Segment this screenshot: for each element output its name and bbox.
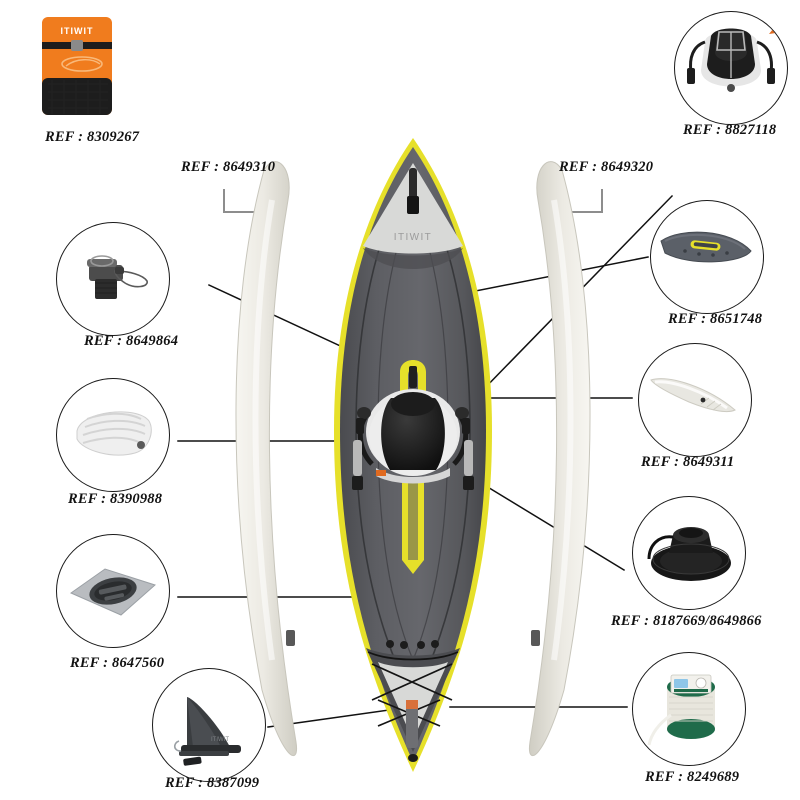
skeg-fin-icon: ITIWIT — [173, 697, 241, 766]
svg-text:ITIWIT: ITIWIT — [61, 26, 94, 36]
hull-brand-text: ITIWIT — [394, 232, 432, 243]
ref-label-right-side-tube: REF : 8649320 — [559, 159, 654, 175]
part-callout-inflation-valve[interactable] — [56, 222, 170, 336]
part-callout-floor-panel[interactable] — [650, 200, 764, 314]
part-callout-seat-assembly[interactable] — [674, 11, 788, 125]
right-side-tube-art — [528, 161, 591, 757]
part-callout-handle-patch[interactable] — [56, 534, 170, 648]
svg-text:ITIWIT: ITIWIT — [211, 737, 229, 743]
part-callout-skeg-fin[interactable]: ITIWIT — [152, 668, 266, 782]
rope-spool-icon — [647, 674, 715, 746]
ref-label-hull-bladder: REF : 8649311 — [641, 454, 735, 470]
ref-label-valve-cap: REF : 8187669/8649866 — [611, 613, 762, 629]
ref-label-seat-cushion: REF : 8390988 — [68, 491, 163, 507]
ref-label-left-side-tube: REF : 8649310 — [181, 159, 276, 175]
air-bladder-icon — [650, 378, 736, 413]
ref-label-carry-bag: REF : 8309267 — [45, 129, 140, 145]
valve-with-cord-icon — [87, 255, 148, 299]
ref-label-seat-assembly: REF : 8827118 — [683, 122, 777, 138]
ref-label-floor-panel: REF : 8651748 — [668, 311, 763, 327]
ref-label-skeg-fin: REF : 8387099 — [165, 775, 260, 791]
kayak-seat-icon — [687, 28, 776, 92]
part-callout-rope-spool[interactable] — [632, 652, 746, 766]
kayak-hull-art: ITIWIT — [334, 138, 492, 772]
part-image-carry-bag[interactable]: ITIWIT — [38, 14, 116, 118]
stern-deck-art — [366, 640, 460, 762]
cockpit-seat-art — [352, 389, 474, 490]
valve-cap-icon — [647, 527, 731, 581]
part-callout-hull-bladder[interactable] — [638, 343, 752, 457]
ref-label-handle-patch: REF : 8647560 — [70, 655, 165, 671]
part-callout-valve-cap[interactable] — [632, 496, 746, 610]
ref-label-rope-spool: REF : 8249689 — [645, 769, 740, 785]
part-callout-seat-cushion[interactable] — [56, 378, 170, 492]
inflatable-cushion-icon — [76, 411, 152, 456]
left-side-tube-art — [235, 161, 298, 757]
patch-plate-icon — [69, 568, 156, 616]
ref-label-inflation-valve: REF : 8649864 — [84, 333, 179, 349]
backpack-bag-icon: ITIWIT — [42, 17, 112, 115]
drop-stitch-floor-icon — [660, 231, 752, 263]
